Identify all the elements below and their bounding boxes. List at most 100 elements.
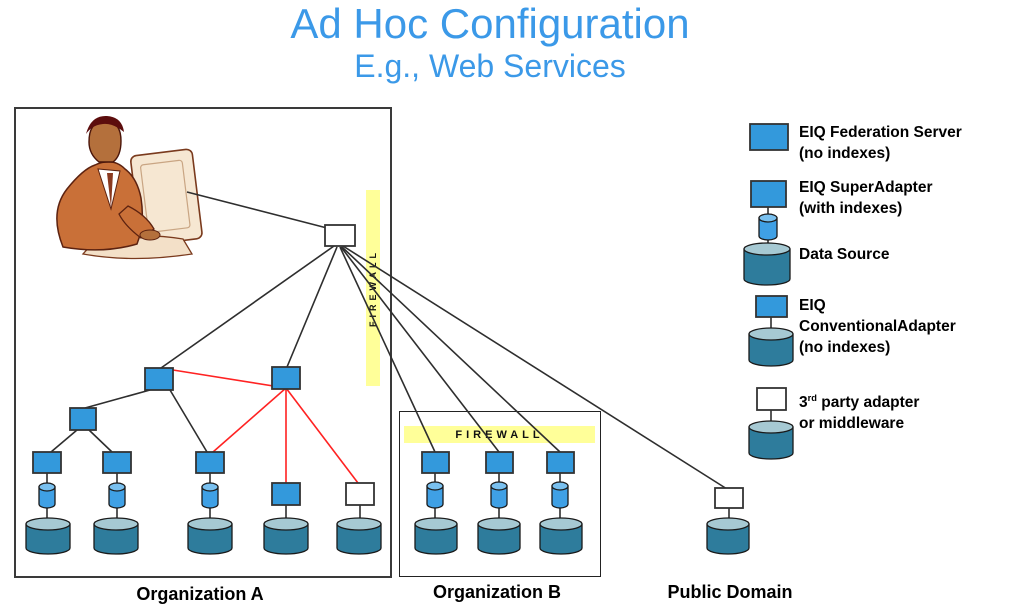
edge-black: [84, 389, 151, 409]
orga-index-2-body: [108, 486, 126, 509]
edge-black: [186, 191, 328, 229]
orga-index-2-top: [108, 482, 126, 492]
orgb-index-1-top: [426, 481, 444, 491]
orgb-index-2-top: [490, 481, 508, 491]
orga-index-3-body: [201, 486, 219, 509]
edge-black: [340, 246, 500, 453]
orga-datasource-4-top: [263, 517, 309, 531]
orgb-datasource-2-body: [477, 523, 521, 555]
public-domain-label: Public Domain: [667, 582, 793, 602]
user-at-computer-illustration: [56, 115, 203, 260]
legend-superscript: rd: [807, 393, 817, 403]
edge-black: [169, 389, 208, 453]
firewall-horizontal-band: FIREWALL: [404, 426, 595, 443]
orgb-datasource-2-top: [477, 517, 521, 531]
orga-index-1: [38, 482, 56, 509]
legend-thirdparty-cyl-body: [748, 426, 794, 460]
orga-datasource-5-body: [336, 523, 382, 555]
edge-black: [160, 245, 335, 369]
orga-datasource-1: [25, 517, 71, 555]
edge-red: [212, 387, 287, 453]
orga-conventional-adapter: [271, 482, 301, 506]
orgb-superadapter-1: [421, 451, 450, 474]
orgb-superadapter-2: [485, 451, 514, 474]
orga-datasource-2-top: [93, 517, 139, 531]
legend-line: or middleware: [799, 415, 905, 433]
edge-black: [286, 246, 338, 368]
organization-b-label: Organization B: [432, 582, 562, 602]
person-body: [56, 161, 144, 251]
person-hair: [86, 115, 124, 134]
orgb-index-1: [426, 481, 444, 509]
legend-third-party-label: 3rd party adapter or middleware: [799, 388, 919, 434]
legend-conventional-adapter-label: EIQ ConventionalAdapter (no indexes): [799, 295, 956, 358]
public-third-party-adapter: [714, 487, 744, 509]
organization-a-box: [14, 107, 392, 578]
legend-line: (no indexes): [799, 339, 891, 356]
orgb-index-2-body: [490, 485, 508, 509]
monitor-screen: [140, 159, 191, 233]
orga-index-3: [201, 482, 219, 509]
orgb-datasource-1-body: [414, 523, 458, 555]
edge-black: [339, 246, 436, 453]
legend-line: EIQ: [799, 297, 826, 314]
legend-datasource-cyl-body: [743, 248, 791, 286]
legend-line: Data Source: [799, 246, 890, 263]
orgb-index-2: [490, 481, 508, 509]
orga-index-1-body: [38, 486, 56, 509]
orga-superadapter-1: [32, 451, 62, 474]
legend-line: EIQ SuperAdapter: [799, 179, 933, 196]
orga-datasource-3-body: [187, 523, 233, 555]
edge-red: [172, 369, 287, 389]
orgb-index-3-top: [551, 481, 569, 491]
orga-datasource-4-body: [263, 523, 309, 555]
orga-federation-left: [144, 367, 174, 391]
orga-datasource-4: [263, 517, 309, 555]
orga-federation-lower: [69, 407, 97, 431]
legend-superadapter-cyl-body: [758, 217, 778, 241]
legend-line: EIQ Federation Server: [799, 124, 962, 141]
legend-data-source-label: Data Source: [799, 244, 889, 265]
orga-superadapter-2: [102, 451, 132, 474]
legend-conventional-cyl-top: [748, 327, 794, 341]
orgb-datasource-3-top: [539, 517, 583, 531]
legend-datasource-cyl-top: [743, 242, 791, 256]
orga-index-1-top: [38, 482, 56, 492]
legend-conventional-cyl: [748, 327, 794, 367]
orga-datasource-2: [93, 517, 139, 555]
legend-thirdparty-square: [756, 387, 787, 411]
legend-superadapter-cyl-top: [758, 213, 778, 223]
orga-index-3-top: [201, 482, 219, 492]
legend-line: ConventionalAdapter: [799, 318, 956, 335]
organization-b-box: [399, 411, 601, 577]
public-datasource-top: [706, 517, 750, 531]
legend-conventional-cyl-body: [748, 333, 794, 367]
orgb-datasource-3: [539, 517, 583, 555]
orga-datasource-5: [336, 517, 382, 555]
person-arm: [118, 205, 155, 239]
legend-line: 3rd party adapter: [799, 388, 919, 413]
edge-red: [285, 387, 359, 484]
orgb-datasource-1-top: [414, 517, 458, 531]
legend-federation-square: [749, 123, 789, 151]
organization-a-label: Organization A: [136, 584, 264, 604]
orgb-index-3-body: [551, 485, 569, 509]
legend-thirdparty-cyl-top: [748, 420, 794, 434]
orga-datasource-1-body: [25, 523, 71, 555]
orga-datasource-2-body: [93, 523, 139, 555]
orgb-datasource-3-body: [539, 523, 583, 555]
legend-thirdparty-cyl: [748, 420, 794, 460]
person-hand: [139, 229, 161, 241]
person-tie: [107, 173, 113, 208]
legend-line: (no indexes): [799, 145, 891, 162]
firewall-horizontal-label: FIREWALL: [455, 428, 544, 441]
orga-superadapter-3: [195, 451, 225, 474]
legend-datasource-cyl: [743, 242, 791, 286]
edge-black: [88, 429, 113, 453]
edge-black: [342, 245, 728, 490]
orgb-datasource-2: [477, 517, 521, 555]
orgb-index-3: [551, 481, 569, 509]
public-datasource-body: [706, 523, 750, 555]
